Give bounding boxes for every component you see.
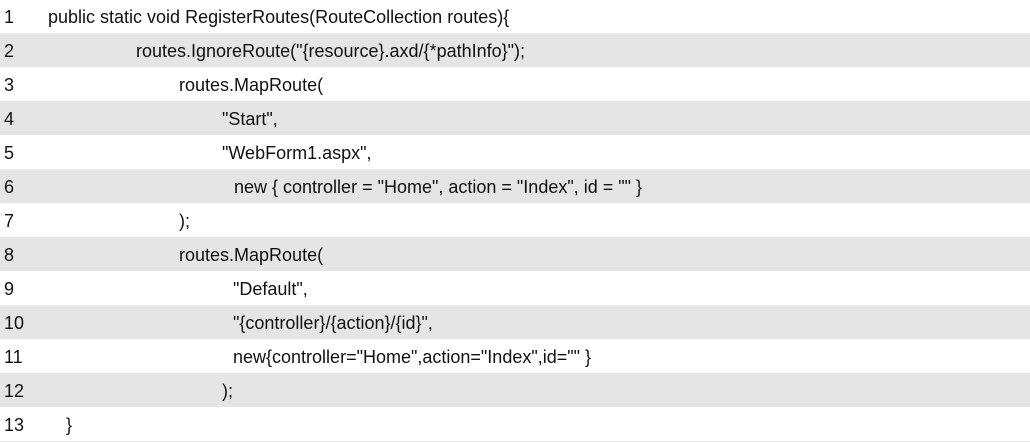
- line-number: 2: [4, 41, 15, 61]
- code-line: 9 "Default",: [0, 272, 1030, 306]
- code-line: 1 public static void RegisterRoutes(Rout…: [0, 0, 1030, 34]
- code-line: 5 "WebForm1.aspx",: [0, 136, 1030, 170]
- line-code: "{controller}/{action}/{id}",: [233, 313, 433, 333]
- code-line: 7 );: [0, 204, 1030, 238]
- line-number: 7: [4, 211, 15, 231]
- line-number: 1: [4, 7, 15, 27]
- line-number: 9: [4, 279, 15, 299]
- line-code: new{controller="Home",action="Index",id=…: [233, 347, 592, 367]
- line-code: "Start",: [222, 109, 278, 129]
- code-line: 4 "Start",: [0, 102, 1030, 136]
- line-code: new { controller = "Home", action = "Ind…: [234, 177, 643, 197]
- code-line: 3 routes.MapRoute(: [0, 68, 1030, 102]
- line-number: 5: [4, 143, 15, 163]
- code-line: 2 routes.IgnoreRoute("{resource}.axd/{*p…: [0, 34, 1030, 68]
- line-number: 11: [4, 347, 23, 367]
- line-number: 4: [4, 109, 15, 129]
- line-code: );: [179, 211, 190, 231]
- line-number: 10: [4, 313, 25, 333]
- line-code: );: [222, 381, 233, 401]
- line-code: "Default",: [233, 279, 308, 299]
- line-code: routes.MapRoute(: [179, 75, 324, 95]
- line-number: 8: [4, 245, 15, 265]
- line-code: "WebForm1.aspx",: [222, 143, 372, 163]
- line-number: 6: [4, 177, 15, 197]
- line-code: public static void RegisterRoutes(RouteC…: [48, 7, 510, 27]
- code-line: 12 );: [0, 374, 1030, 408]
- line-code: routes.MapRoute(: [179, 245, 324, 265]
- line-number: 13: [4, 415, 25, 435]
- code-line: 6 new { controller = "Home", action = "I…: [0, 170, 1030, 204]
- line-number: 3: [4, 75, 15, 95]
- code-line: 8 routes.MapRoute(: [0, 238, 1030, 272]
- line-number: 12: [4, 381, 25, 401]
- code-line: 10 "{controller}/{action}/{id}",: [0, 306, 1030, 340]
- code-line: 11 new{controller="Home",action="Index",…: [0, 340, 1030, 374]
- line-code: }: [66, 415, 73, 435]
- code-line: 13 }: [0, 408, 1030, 442]
- line-code: routes.IgnoreRoute("{resource}.axd/{*pat…: [136, 41, 526, 61]
